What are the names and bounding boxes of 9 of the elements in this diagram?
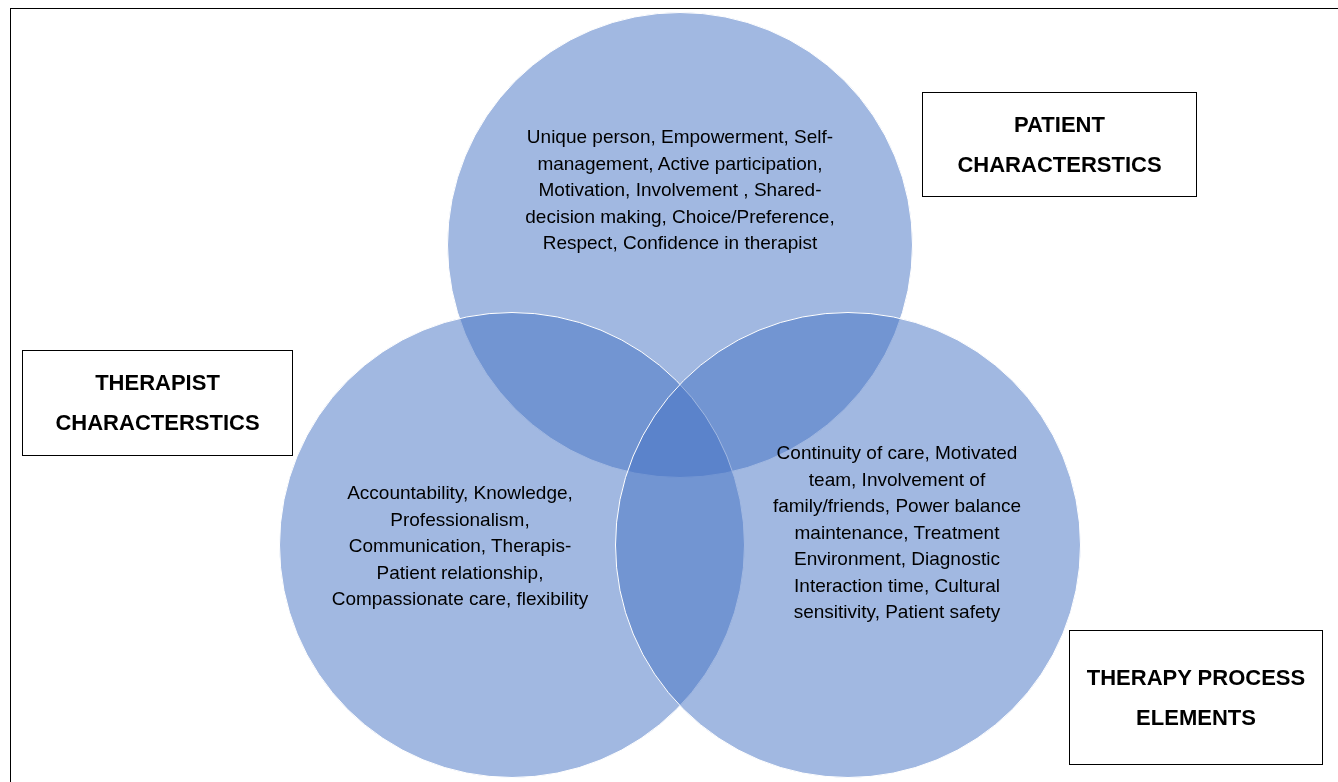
circle-text: Accountability, Knowledge, Professionalism, Communication, Therapis-Patient relationship, Compassionate care, flexibility	[330, 481, 590, 611]
label-box	[22, 350, 293, 456]
circle-text: Continuity of care, Motivated team, Involvement of family/friends, Power balance maintenance, Treatment Environment, Diagnostic Interaction time, Cultural sensitivity, Patient safety	[771, 441, 1023, 624]
category-label: THERAPIST CHARACTERSTICS	[54, 369, 261, 437]
circle-text: Unique person, Empowerment, Self-management, Active participation, Motivation, Involvement , Shared-decision making, Choice/Preference, Respect, Confidence in therapist	[525, 125, 835, 255]
category-label: THERAPY PROCESS ELEMENTS	[1085, 663, 1307, 732]
label-box	[1069, 630, 1323, 765]
category-label: PATIENT CHARACTERSTICS	[956, 110, 1163, 179]
label-box	[922, 92, 1197, 197]
